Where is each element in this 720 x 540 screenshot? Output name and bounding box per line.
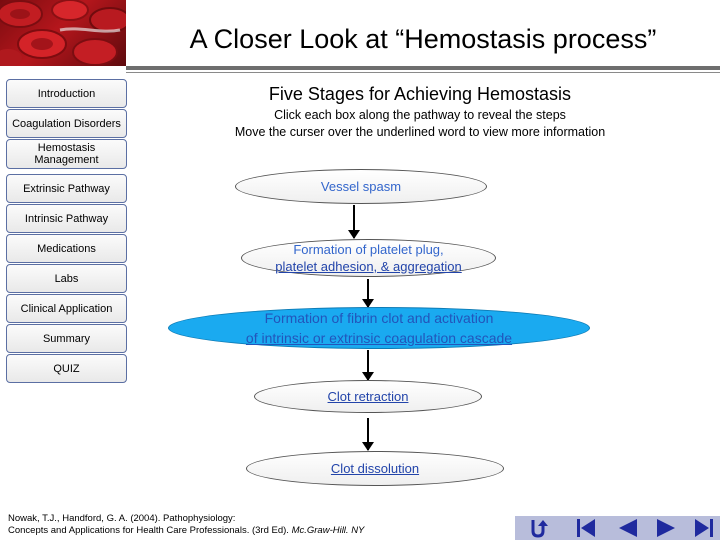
stage-vessel-spasm-label: Vessel spasm bbox=[320, 179, 402, 194]
flow-arrow-3 bbox=[362, 350, 374, 381]
nav-labs-button[interactable]: Labs bbox=[6, 264, 127, 293]
nav-clinical-application-button[interactable]: Clinical Application bbox=[6, 294, 127, 323]
stage-clot-retraction[interactable]: Clot retraction bbox=[254, 380, 482, 413]
stages-heading: Five Stages for Achieving Hemostasis bbox=[268, 84, 572, 104]
slide-title: A Closer Look at “Hemostasis process” bbox=[189, 24, 657, 54]
citation-line-2: Concepts and Applications for Health Car… bbox=[8, 525, 365, 536]
stage-fibrin-clot-line2[interactable]: of intrinsic or extrinsic coagulation ca… bbox=[245, 330, 513, 346]
citation: Nowak, T.J., Handford, G. A. (2004). Pat… bbox=[8, 513, 364, 537]
citation-line-1: Nowak, T.J., Handford, G. A. (2004). Pat… bbox=[8, 513, 236, 524]
stage-platelet-plug-line1: Formation of platelet plug, bbox=[293, 242, 444, 257]
nav-coagulation-disorders-button[interactable]: Coagulation Disorders bbox=[6, 109, 127, 138]
instruction-hover: Move the curser over the underlined word… bbox=[234, 125, 606, 139]
title-rule bbox=[126, 66, 720, 70]
previous-slide-icon[interactable] bbox=[614, 518, 642, 538]
return-icon[interactable] bbox=[524, 518, 552, 538]
last-slide-icon[interactable] bbox=[690, 518, 718, 538]
nav-extrinsic-pathway-button[interactable]: Extrinsic Pathway bbox=[6, 174, 127, 203]
stage-vessel-spasm[interactable]: Vessel spasm bbox=[235, 169, 487, 204]
nav-hemostasis-management-button[interactable]: Hemostasis Management bbox=[6, 139, 127, 169]
flow-arrow-1 bbox=[348, 205, 360, 239]
nav-quiz-button[interactable]: QUIZ bbox=[6, 354, 127, 383]
stage-fibrin-clot-line1: Formation of fibrin clot and activation bbox=[264, 310, 494, 326]
stage-clot-retraction-label[interactable]: Clot retraction bbox=[327, 389, 409, 404]
flow-arrow-4 bbox=[362, 418, 374, 451]
nav-medications-button[interactable]: Medications bbox=[6, 234, 127, 263]
nav-summary-button[interactable]: Summary bbox=[6, 324, 127, 353]
stage-clot-dissolution[interactable]: Clot dissolution bbox=[246, 451, 504, 486]
blood-cells-logo bbox=[0, 0, 126, 66]
nav-introduction-button[interactable]: Introduction bbox=[6, 79, 127, 108]
stage-platelet-plug-line2[interactable]: platelet adhesion, & aggregation bbox=[275, 259, 462, 274]
title-rule-thin bbox=[126, 72, 720, 73]
stage-clot-dissolution-label[interactable]: Clot dissolution bbox=[330, 461, 420, 476]
instruction-click: Click each box along the pathway to reve… bbox=[274, 108, 566, 122]
flow-arrow-2 bbox=[362, 279, 374, 308]
stage-fibrin-clot[interactable]: Formation of fibrin clot and activation … bbox=[168, 307, 590, 349]
next-slide-icon[interactable] bbox=[652, 518, 680, 538]
nav-intrinsic-pathway-button[interactable]: Intrinsic Pathway bbox=[6, 204, 127, 233]
stage-platelet-plug[interactable]: Formation of platelet plug, platelet adh… bbox=[241, 239, 496, 277]
first-slide-icon[interactable] bbox=[572, 518, 600, 538]
slide-controls-bar bbox=[515, 516, 720, 540]
